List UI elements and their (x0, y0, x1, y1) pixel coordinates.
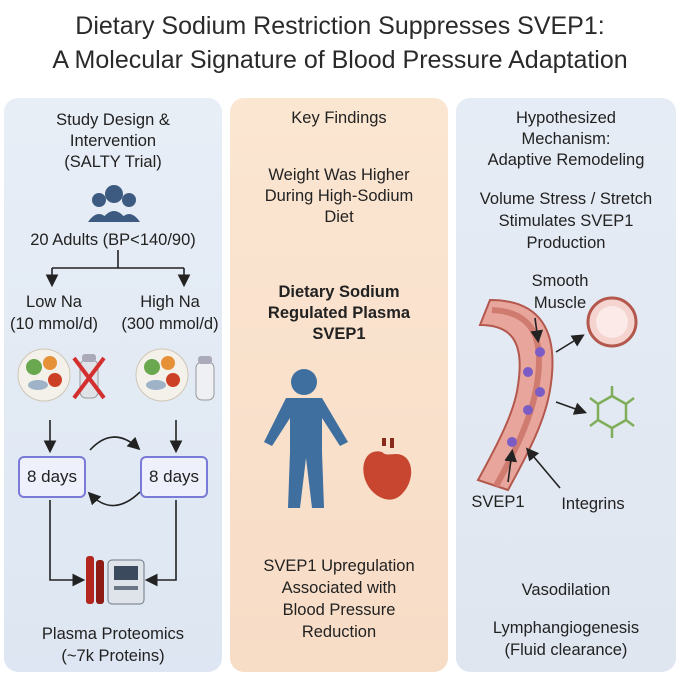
finding1-line-3: Diet (324, 208, 354, 226)
food-plate-icon-low (17, 348, 71, 402)
branch-lines (45, 250, 191, 288)
outcome-line-1: Plasma Proteomics (41, 625, 185, 643)
lymphatic-network-icon (589, 386, 635, 438)
design-heading-2: Intervention (69, 132, 157, 150)
proteomics-instrument-icon (86, 556, 145, 605)
mechanism-panel (456, 98, 676, 672)
finding1-line-2: During High-Sodium (264, 187, 414, 205)
salt-shaker-crossed-icon (72, 354, 106, 400)
smooth-muscle-cell-icon (586, 296, 638, 348)
finding2-line-3: SVEP1 (312, 325, 366, 343)
finding2-line-1: Dietary Sodium (278, 283, 400, 301)
heart-icon (363, 438, 412, 500)
mechanism-heading-1: Hypothesized (516, 109, 616, 127)
vasodilation-label: Vasodilation (521, 581, 611, 599)
low-na-duration-box: 8 days (18, 456, 86, 498)
finding3-line-2: Associated with (281, 579, 397, 597)
high-na-label: High Na (140, 293, 200, 311)
stimulus-line-1: Volume Stress / Stretch (479, 190, 653, 208)
figure-title-line2: A Molecular Signature of Blood Pressure … (52, 46, 628, 74)
finding3-line-1: SVEP1 Upregulation (263, 557, 415, 575)
finding1-line-1: Weight Was Higher (268, 166, 410, 184)
smooth-muscle-label-2: Muscle (533, 294, 587, 312)
outcome-line-2: (~7k Proteins) (61, 647, 165, 665)
svep1-stars (507, 347, 545, 447)
food-plate-icon-high (135, 348, 189, 402)
low-na-dose: (10 mmol/d) (9, 315, 99, 333)
key-findings-panel (230, 98, 448, 672)
low-na-label: Low Na (26, 293, 82, 311)
high-na-dose: (300 mmol/d) (121, 315, 219, 333)
people-group-icon (88, 185, 140, 222)
finding3-line-4: Reduction (301, 623, 377, 641)
stimulus-line-2: Stimulates SVEP1 (498, 212, 634, 230)
human-body-icon (264, 369, 348, 508)
svep1-label: SVEP1 (471, 493, 525, 511)
findings-heading: Key Findings (291, 109, 387, 127)
salt-shaker-icon (195, 356, 215, 401)
integrins-label: Integrins (561, 495, 625, 513)
design-heading-1: Study Design & (56, 111, 170, 129)
mechanism-heading-2: Mechanism: (521, 130, 611, 148)
flow-arrows (43, 420, 183, 587)
design-heading-3: (SALTY Trial) (64, 153, 162, 171)
stimulus-line-3: Production (526, 234, 606, 252)
finding2-line-2: Regulated Plasma (267, 304, 411, 322)
finding3-line-3: Blood Pressure (282, 601, 396, 619)
figure-title-line1: Dietary Sodium Restriction Suppresses SV… (75, 12, 605, 40)
high-na-duration-box: 8 days (140, 456, 208, 498)
lymphangiogenesis-line-1: Lymphangiogenesis (492, 619, 640, 637)
participants-label: 20 Adults (BP<140/90) (30, 231, 196, 249)
lymphangiogenesis-line-2: (Fluid clearance) (504, 641, 628, 659)
mechanism-heading-3: Adaptive Remodeling (487, 151, 645, 169)
mechanism-arrows (504, 317, 588, 489)
smooth-muscle-label-1: Smooth (531, 272, 589, 290)
